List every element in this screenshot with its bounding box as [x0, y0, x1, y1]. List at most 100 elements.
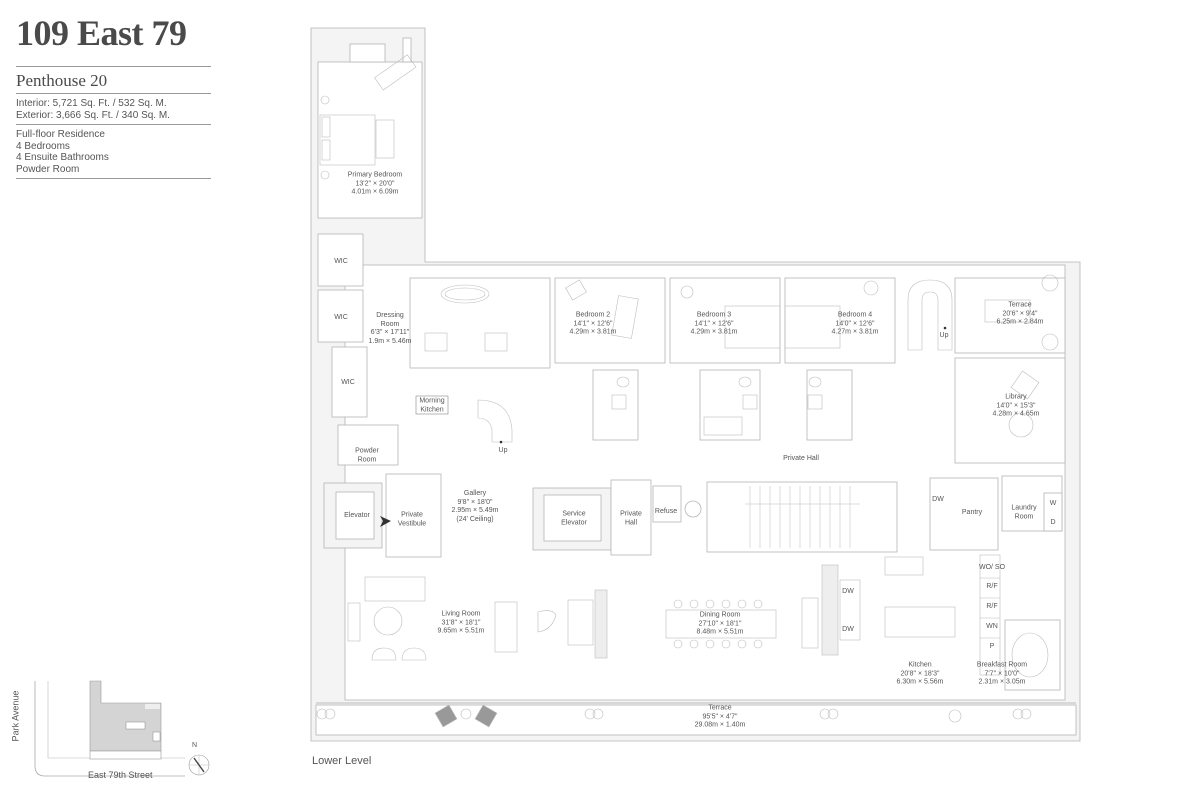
room-morning-kitchen: Morning Kitchen: [419, 398, 444, 415]
stair-up-label: Up: [498, 446, 508, 454]
room-name: Living Room: [441, 610, 481, 618]
room-dim-metric: 2.95m × 5.49m: [451, 507, 499, 514]
room-dim-metric: 9.65m × 5.51m: [437, 627, 485, 635]
room-dim-imperial: 7'7" × 10'0": [984, 669, 1020, 677]
area-info: Interior: 5,721 Sq. Ft. / 532 Sq. M. Ext…: [16, 94, 211, 124]
room-kitchen: Kitchen 20'8" × 18'3" 6.30m × 5.56m: [897, 661, 944, 687]
room-bedroom-4: Bedroom 4 14'0" × 12'6" 4.27m × 3.81m: [832, 311, 879, 337]
room-service-elevator: Service Elevator: [561, 511, 587, 528]
fridge-tag: R/F: [986, 582, 998, 590]
room-dim-imperial: 20'6" × 9'4": [1002, 309, 1038, 317]
room-dining-room: Dining Room 27'10" × 18'1" 8.48m × 5.51m: [697, 611, 744, 637]
room-name: Vestibule: [397, 520, 427, 527]
east-79th-label: East 79th Street: [88, 770, 153, 780]
room-dim-metric: 8.48m × 5.51m: [696, 628, 744, 636]
feature-item: 4 Bedrooms: [16, 140, 70, 152]
room-primary-bedroom: Primary Bedroom 13'2" × 20'0" 4.01m × 6.…: [348, 171, 402, 197]
room-dim-imperial: 31'8" × 18'1": [441, 618, 481, 626]
room-elevator: Elevator: [344, 511, 370, 519]
feature-item: Powder Room: [16, 163, 80, 175]
washer-tag: W: [1049, 499, 1057, 507]
room-name: Room: [380, 320, 400, 328]
room-dim-imperial: 14'0" × 15'3": [996, 401, 1036, 409]
room-dim-imperial: 27'10" × 18'1": [698, 619, 742, 627]
room-dim-imperial: 20'8" × 18'3": [900, 669, 940, 677]
room-gallery: Gallery 9'8" × 18'0" 2.95m × 5.49m (24' …: [452, 490, 499, 524]
room-name: Hall: [624, 519, 638, 526]
room-name: Kitchen: [908, 661, 932, 669]
room-refuse: Refuse: [654, 507, 678, 515]
room-name: Morning: [419, 397, 445, 405]
dishwasher-tag: DW: [842, 625, 854, 633]
room-name: Room: [1014, 513, 1034, 520]
room-laundry: Laundry Room: [1011, 505, 1036, 522]
park-avenue-label: Park Avenue: [10, 690, 21, 742]
room-name: Kitchen: [420, 406, 444, 413]
site-map-icon: [34, 680, 210, 777]
room-dim-metric: 4.27m × 3.81m: [831, 328, 879, 336]
room-name: Dressing: [376, 312, 404, 319]
feature-item: 4 Ensuite Bathrooms: [16, 152, 109, 163]
divider: [16, 124, 211, 125]
divider: [16, 178, 211, 179]
dryer-tag: D: [1050, 518, 1056, 526]
floor-plan-drawing: [310, 27, 1081, 742]
room-dim-metric: 4.29m × 3.81m: [690, 328, 738, 336]
building-title: 109 East 79: [16, 13, 187, 53]
room-terrace-upper: Terrace 20'6" × 9'4" 6.25m × 2.84m: [997, 301, 1044, 327]
room-name: Private: [401, 511, 423, 519]
room-bedroom-3: Bedroom 3 14'1" × 12'6" 4.29m × 3.81m: [691, 311, 738, 337]
room-dim-metric: 6.25m × 2.84m: [996, 318, 1044, 326]
room-library: Library 14'0" × 15'3" 4.28m × 4.65m: [993, 393, 1040, 419]
room-dim-metric: 4.01m × 6.09m: [351, 188, 399, 196]
room-dim-metric: 2.31m × 3.05m: [978, 678, 1026, 686]
room-name: Gallery: [463, 490, 487, 497]
feature-item: Full-floor Residence: [16, 129, 105, 140]
pantry-tag: P: [989, 642, 995, 650]
unit-name: Penthouse 20: [16, 71, 108, 90]
room-dim-metric: 4.28m × 4.65m: [992, 410, 1040, 418]
room-powder-room: Powder Room: [355, 448, 379, 465]
room-name: Primary Bedroom: [347, 171, 403, 179]
room-name: Terrace: [708, 704, 732, 712]
room-private-hall: Private Hall: [783, 454, 819, 462]
room-terrace-lower: Terrace 95'5" × 4'7" 29.08m × 1.40m: [695, 704, 746, 730]
room-name: Bedroom 4: [837, 311, 873, 319]
room-wic-2: WIC: [334, 313, 348, 321]
room-private-vestibule: Private Vestibule: [398, 512, 426, 529]
room-dim-imperial: 13'2" × 20'0": [355, 179, 395, 187]
listing-header: 109 East 79 Penthouse 20 Interior: 5,721…: [16, 10, 211, 179]
room-dim-metric: 1.9m × 5.46m: [368, 337, 412, 345]
room-name: Room: [357, 456, 377, 463]
room-dim-imperial: 14'1" × 12'6": [694, 319, 734, 327]
room-dim-metric: 6.30m × 5.56m: [896, 678, 944, 686]
room-name: Powder: [355, 447, 379, 455]
dishwasher-tag: DW: [842, 587, 854, 595]
room-name: Bedroom 3: [696, 311, 732, 319]
room-dim-metric: 4.29m × 3.81m: [569, 328, 617, 336]
room-dim-imperial: 14'1" × 12'6": [573, 319, 613, 327]
room-name: Breakfast Room: [976, 661, 1028, 669]
room-dressing-room: Dressing Room 6'3" × 17'11" 1.9m × 5.46m: [369, 312, 412, 346]
stair-up-label: Up: [939, 331, 949, 339]
north-label: N: [192, 742, 198, 749]
room-name: Dining Room: [699, 611, 741, 619]
room-note: (24' Ceiling): [456, 515, 494, 523]
feature-list: Full-floor Residence 4 Bedrooms 4 Ensuit…: [16, 125, 211, 178]
room-bedroom-2: Bedroom 2 14'1" × 12'6" 4.29m × 3.81m: [570, 311, 617, 337]
room-dim-imperial: 14'0" × 12'6": [835, 319, 875, 327]
room-living-room: Living Room 31'8" × 18'1" 9.65m × 5.51m: [438, 610, 485, 636]
divider: [16, 66, 211, 67]
room-dim-imperial: 9'8" × 18'0": [457, 498, 493, 506]
wine-tag: WN: [986, 622, 998, 630]
room-name: Elevator: [561, 519, 587, 526]
room-name: Terrace: [1008, 301, 1032, 309]
room-breakfast-room: Breakfast Room 7'7" × 10'0" 2.31m × 3.05…: [977, 661, 1027, 687]
room-name: Laundry: [1011, 504, 1037, 512]
room-wic-3: WIC: [341, 378, 355, 386]
fridge-tag: R/F: [986, 602, 998, 610]
level-label: Lower Level: [312, 755, 372, 767]
room-dim-imperial: 6'3" × 17'11": [370, 329, 410, 336]
floor-plan: Primary Bedroom 13'2" × 20'0" 4.01m × 6.…: [300, 20, 1100, 750]
dishwasher-tag: DW: [932, 495, 944, 503]
